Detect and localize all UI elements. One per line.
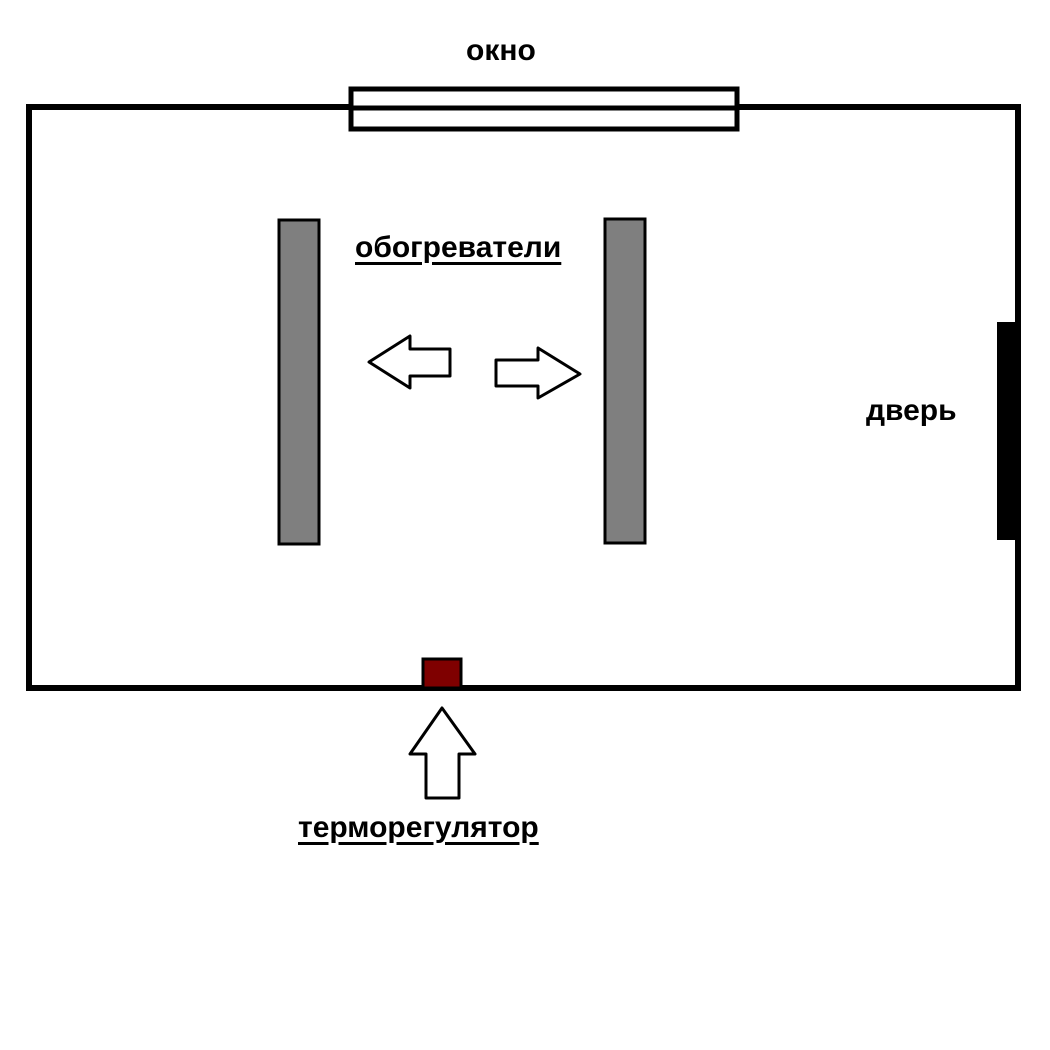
window-symbol — [348, 86, 740, 132]
door-label: дверь — [866, 394, 957, 427]
thermostat-symbol — [421, 657, 463, 690]
heaters-label: обогреватели — [355, 231, 562, 264]
heater-right — [603, 217, 647, 545]
right-arrow-icon — [494, 346, 582, 400]
door-symbol — [997, 322, 1018, 540]
thermostat-label: терморегулятор — [298, 811, 539, 844]
window-label: окно — [466, 34, 536, 67]
left-arrow-icon — [367, 334, 452, 390]
up-arrow-icon — [408, 706, 477, 800]
heater-left — [277, 218, 321, 546]
